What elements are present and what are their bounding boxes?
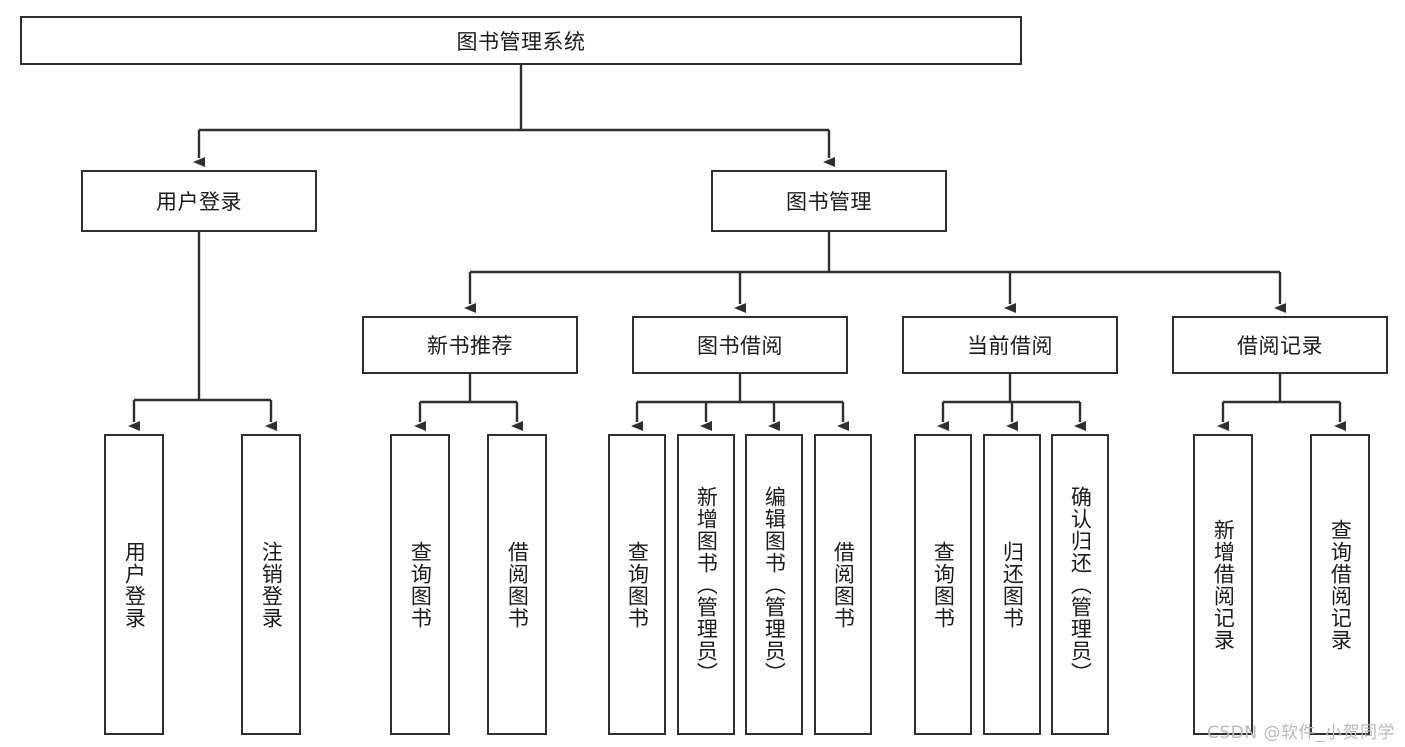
node-book-borrow[interactable]: 图书借阅 — [632, 316, 848, 374]
node-leaf-confirm-return[interactable]: 确认归还（管理员） — [1051, 434, 1109, 735]
node-leaf-borrow-book-rec[interactable]: 借阅图书 — [487, 434, 547, 735]
node-label: 编辑图书（管理员） — [762, 485, 787, 684]
node-label: 查询借阅记录 — [1328, 518, 1353, 651]
node-leaf-edit-book[interactable]: 编辑图书（管理员） — [745, 434, 803, 735]
node-label: 查询图书 — [625, 540, 650, 629]
node-book-manage[interactable]: 图书管理 — [711, 170, 947, 232]
node-leaf-query-book-current[interactable]: 查询图书 — [914, 434, 972, 735]
node-leaf-add-book[interactable]: 新增图书（管理员） — [677, 434, 735, 735]
node-user-login[interactable]: 用户登录 — [81, 170, 317, 232]
node-leaf-user-login[interactable]: 用户登录 — [104, 434, 164, 735]
node-label: 注销登录 — [259, 540, 284, 629]
node-label: 新增借阅记录 — [1211, 518, 1236, 651]
node-label: 确认归还（管理员） — [1068, 485, 1093, 684]
node-leaf-query-book-rec[interactable]: 查询图书 — [390, 434, 450, 735]
node-leaf-borrow-book[interactable]: 借阅图书 — [814, 434, 872, 735]
node-new-book-recommend[interactable]: 新书推荐 — [362, 316, 578, 374]
node-label: 借阅图书 — [831, 540, 856, 629]
node-label: 查询图书 — [931, 540, 956, 629]
node-label: 归还图书 — [1000, 540, 1025, 629]
node-leaf-logout[interactable]: 注销登录 — [241, 434, 301, 735]
node-borrow-record[interactable]: 借阅记录 — [1172, 316, 1388, 374]
node-label: 新增图书（管理员） — [694, 485, 719, 684]
node-current-borrow[interactable]: 当前借阅 — [902, 316, 1118, 374]
node-label: 借阅图书 — [505, 540, 530, 629]
node-leaf-add-record[interactable]: 新增借阅记录 — [1193, 434, 1253, 735]
node-leaf-query-book-borrow[interactable]: 查询图书 — [608, 434, 666, 735]
node-label: 用户登录 — [122, 540, 147, 629]
node-leaf-return-book[interactable]: 归还图书 — [983, 434, 1041, 735]
node-root[interactable]: 图书管理系统 — [20, 16, 1022, 65]
node-label: 查询图书 — [408, 540, 433, 629]
node-leaf-query-record[interactable]: 查询借阅记录 — [1310, 434, 1370, 735]
watermark: CSDN @软件_小贺同学 — [1207, 723, 1395, 743]
